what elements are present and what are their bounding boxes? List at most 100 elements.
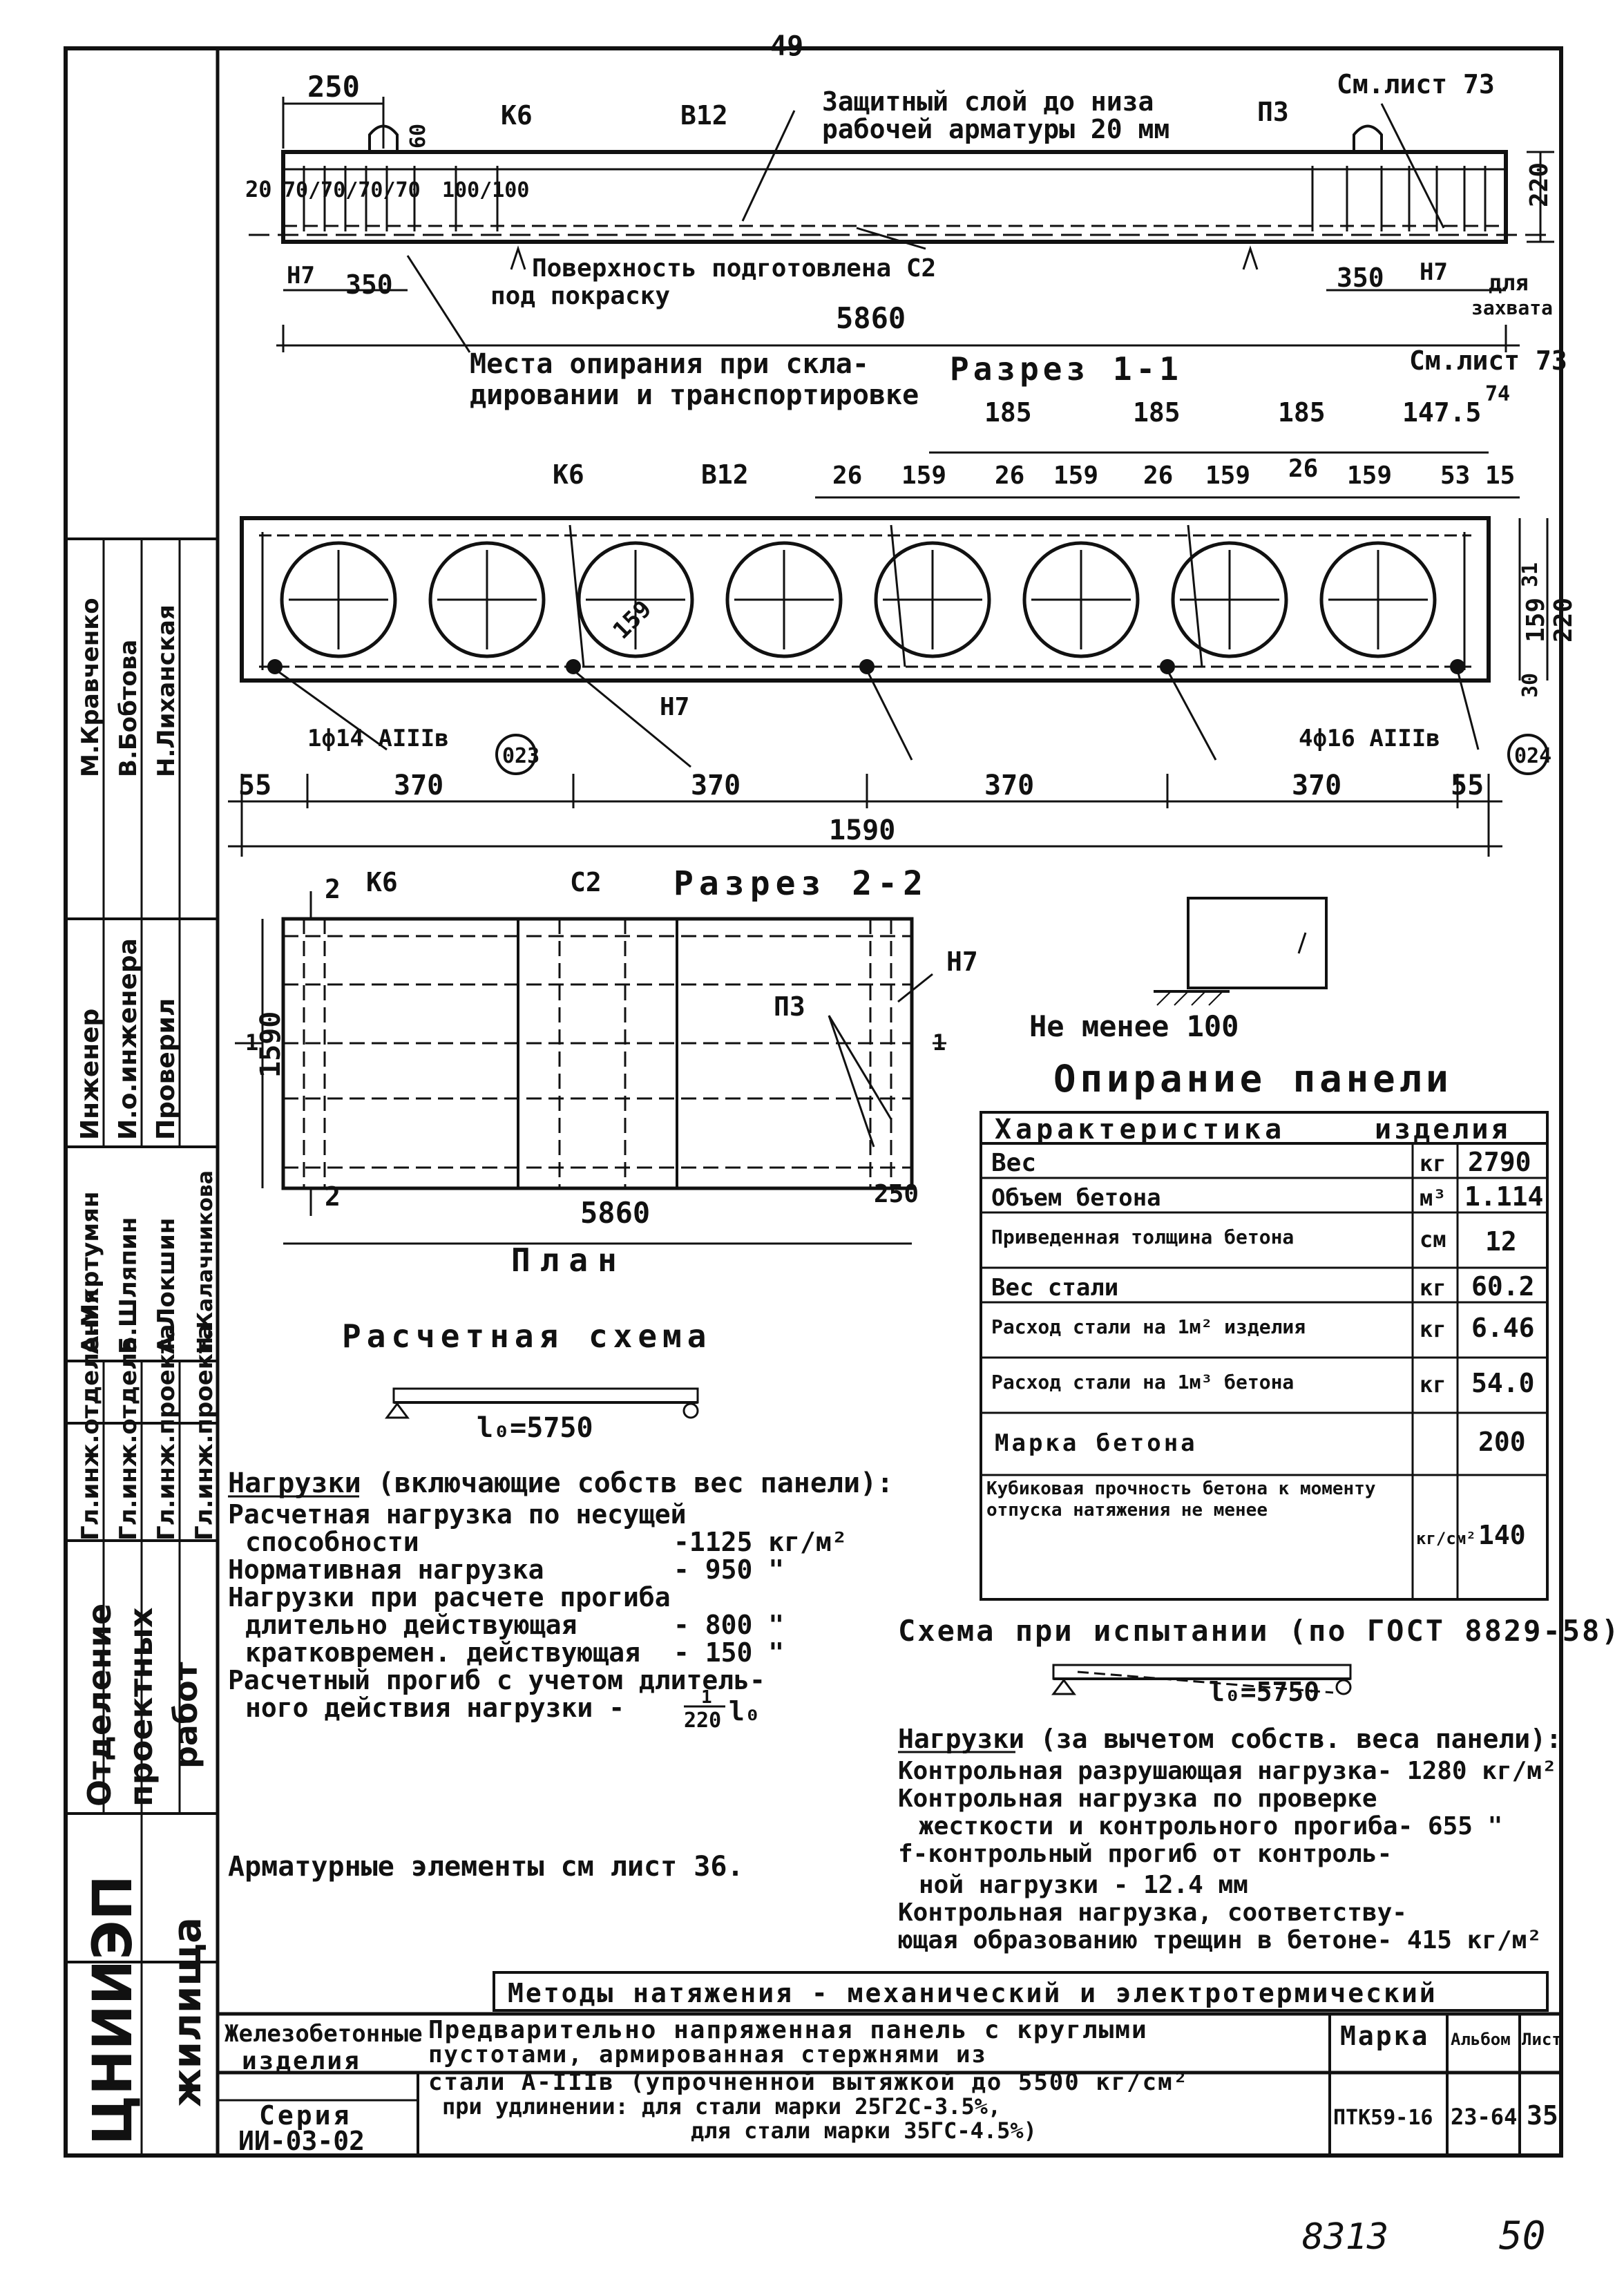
svg-text:См.лист 73: См.лист 73 <box>1337 69 1495 99</box>
svg-text:4ф16 AIIIв: 4ф16 AIIIв <box>1299 725 1440 752</box>
svg-text:60.2: 60.2 <box>1471 1271 1535 1302</box>
svg-text:ПТК59-16: ПТК59-16 <box>1333 2106 1433 2130</box>
svg-text:70/70/70/70: 70/70/70/70 <box>283 178 421 202</box>
svg-text:Схема при испытании (по ГОСТ 8: Схема при испытании (по ГОСТ 8829-58) <box>898 1614 1621 1648</box>
svg-text:370: 370 <box>394 770 443 801</box>
svg-text:Н.Лиханская: Н.Лиханская <box>153 605 180 777</box>
svg-text:Контрольная нагрузка по провер: Контрольная нагрузка по проверке <box>898 1785 1377 1813</box>
svg-text:кг: кг <box>1420 1371 1446 1398</box>
svg-text:Характеристика: Характеристика <box>995 1114 1286 1145</box>
svg-text:1590: 1590 <box>829 815 895 846</box>
svg-text:Приведенная толщина бетона: Приведенная толщина бетона <box>991 1226 1294 1248</box>
svg-text:60: 60 <box>406 124 430 149</box>
svg-text:Инженер: Инженер <box>76 1009 104 1140</box>
svg-text:Места опирания при скла-: Места опирания при скла- <box>470 348 869 380</box>
svg-text:370: 370 <box>1292 770 1341 801</box>
svg-text:159: 159 <box>1522 598 1550 643</box>
svg-text:Методы натяжения - механически: Методы натяжения - механический и электр… <box>508 1978 1437 2008</box>
svg-text:1.114: 1.114 <box>1464 1181 1543 1212</box>
plan-drawing <box>235 891 946 1245</box>
svg-text:1: 1 <box>933 1029 946 1056</box>
svg-text:f-контрольный прогиб от контро: f-контрольный прогиб от контроль- <box>898 1840 1392 1868</box>
svg-text:проектных: проектных <box>122 1608 160 1807</box>
svg-text:жесткости и контрольного проги: жесткости и контрольного прогиба- 655 " <box>919 1812 1502 1840</box>
void-circle <box>577 541 694 658</box>
svg-text:159: 159 <box>901 461 946 490</box>
svg-text:Нормативная нагрузка: Нормативная нагрузка <box>228 1554 544 1585</box>
svg-text:дировании и транспортировке: дировании и транспортировке <box>470 379 919 411</box>
svg-text:26: 26 <box>1143 461 1173 490</box>
svg-text:при удлинении: для стали марки: при удлинении: для стали марки 25Г2С-3.5… <box>442 2093 1001 2120</box>
svg-text:кг: кг <box>1420 1150 1446 1177</box>
void-circle <box>1171 541 1288 658</box>
svg-text:Расчетная схема: Расчетная схема <box>342 1317 711 1355</box>
left-signature-strip: Гл.инж.отделения Гл.инж.отдела Гл.инж.пр… <box>66 537 218 2155</box>
svg-text:кг/см²: кг/см² <box>1416 1529 1476 1548</box>
svg-text:Гл.инж.отделения: Гл.инж.отделения <box>77 1289 104 1541</box>
svg-text:Расход стали на 1м³ бетона: Расход стали на 1м³ бетона <box>991 1371 1294 1393</box>
title-block: Железобетонные изделия Серия ИИ-03-02 Пр… <box>216 2012 1562 2156</box>
svg-text:1ф14 AIIIв: 1ф14 AIIIв <box>307 725 449 752</box>
svg-text:пустотами, армированная стержн: пустотами, армированная стержнями из <box>428 2041 987 2068</box>
page-number-top: 49 <box>770 30 803 62</box>
svg-text:Расход стали на 1м² изделия: Расход стали на 1м² изделия <box>991 1315 1306 1338</box>
svg-text:5860: 5860 <box>836 301 906 335</box>
row-strength-name: Кубиковая прочность бетона к моменту отп… <box>986 1478 1376 1521</box>
calc-scheme: Расчетная схема l₀=5750 Нагрузки (включа… <box>228 1317 893 1883</box>
svg-text:12: 12 <box>1485 1226 1517 1257</box>
svg-text:Гл.инж.проекта: Гл.инж.проекта <box>191 1324 218 1541</box>
svg-text:l₀=5750: l₀=5750 <box>1209 1677 1319 1707</box>
svg-text:31: 31 <box>1518 562 1542 587</box>
page-number: 50 <box>1499 2214 1545 2258</box>
svg-text:Серия: Серия <box>259 2100 352 2131</box>
svg-text:С2: С2 <box>570 867 602 897</box>
svg-text:М.Кравченко: М.Кравченко <box>77 598 104 777</box>
elevation-labels: 250 К6 В12 Защитный слой до низа рабочей… <box>245 69 1554 411</box>
svg-text:l₀=5750: l₀=5750 <box>477 1412 593 1444</box>
svg-text:Разрез 1-1: Разрез 1-1 <box>950 350 1183 388</box>
svg-text:см: см <box>1420 1226 1446 1253</box>
svg-text:ИИ-03-02: ИИ-03-02 <box>238 2126 365 2156</box>
svg-text:26: 26 <box>1288 455 1318 483</box>
svg-text:- 950 ": - 950 " <box>674 1554 784 1585</box>
tension-methods-banner: Методы натяжения - механический и электр… <box>493 1971 1549 2012</box>
svg-text:54.0: 54.0 <box>1471 1368 1535 1398</box>
svg-text:под покраску: под покраску <box>490 282 670 310</box>
svg-text:l₀: l₀ <box>729 1696 761 1726</box>
svg-text:Н7: Н7 <box>946 946 978 977</box>
svg-text:П3: П3 <box>1257 97 1289 127</box>
svg-text:кратковремен. действующая: кратковремен. действующая <box>245 1637 640 1668</box>
svg-text:024: 024 <box>1514 744 1551 768</box>
svg-text:- 150 ": - 150 " <box>674 1637 784 1668</box>
svg-text:140: 140 <box>1478 1520 1526 1550</box>
svg-text:ного действия нагрузки -: ного действия нагрузки - <box>245 1693 624 1723</box>
svg-text:30: 30 <box>1518 673 1542 698</box>
characteristics-table: Характеристика изделия Вес кг 2790 Объем… <box>980 1111 1549 1601</box>
svg-text:Арматурные элементы см лист 36: Арматурные элементы см лист 36. <box>228 1851 744 1883</box>
svg-text:Проверил: Проверил <box>152 998 180 1140</box>
svg-text:К6: К6 <box>366 867 398 897</box>
svg-text:Нагрузки (за вычетом собств. в: Нагрузки (за вычетом собств. веса панели… <box>898 1724 1562 1754</box>
svg-text:220: 220 <box>1549 598 1578 643</box>
svg-text:Н7: Н7 <box>660 693 689 721</box>
svg-text:Марка: Марка <box>1340 2021 1429 2051</box>
svg-text:200: 200 <box>1478 1427 1526 1457</box>
svg-text:Предварительно напряженная пан: Предварительно напряженная панель с круг… <box>428 2016 1148 2044</box>
svg-text:370: 370 <box>984 770 1034 801</box>
svg-text:И.о.инженера: И.о.инженера <box>114 938 142 1140</box>
svg-text:55: 55 <box>1451 770 1484 801</box>
svg-text:См.лист 73: См.лист 73 <box>1409 345 1567 376</box>
svg-text:В12: В12 <box>680 100 728 131</box>
void-circle <box>280 541 397 658</box>
svg-text:Альбом: Альбом <box>1451 2030 1511 2049</box>
svg-text:Вес стали: Вес стали <box>991 1274 1118 1302</box>
svg-text:К6: К6 <box>501 100 533 131</box>
svg-text:Марка бетона: Марка бетона <box>995 1429 1198 1457</box>
svg-text:250: 250 <box>874 1180 919 1208</box>
svg-text:для: для <box>1489 269 1529 296</box>
svg-text:ной нагрузки - 12.4: ной нагрузки - 12.4 мм <box>919 1871 1248 1899</box>
svg-text:План: План <box>511 1241 627 1279</box>
svg-text:159: 159 <box>1053 461 1098 490</box>
svg-text:5860: 5860 <box>580 1196 650 1230</box>
archive-number: 8313 <box>1302 2216 1388 2258</box>
